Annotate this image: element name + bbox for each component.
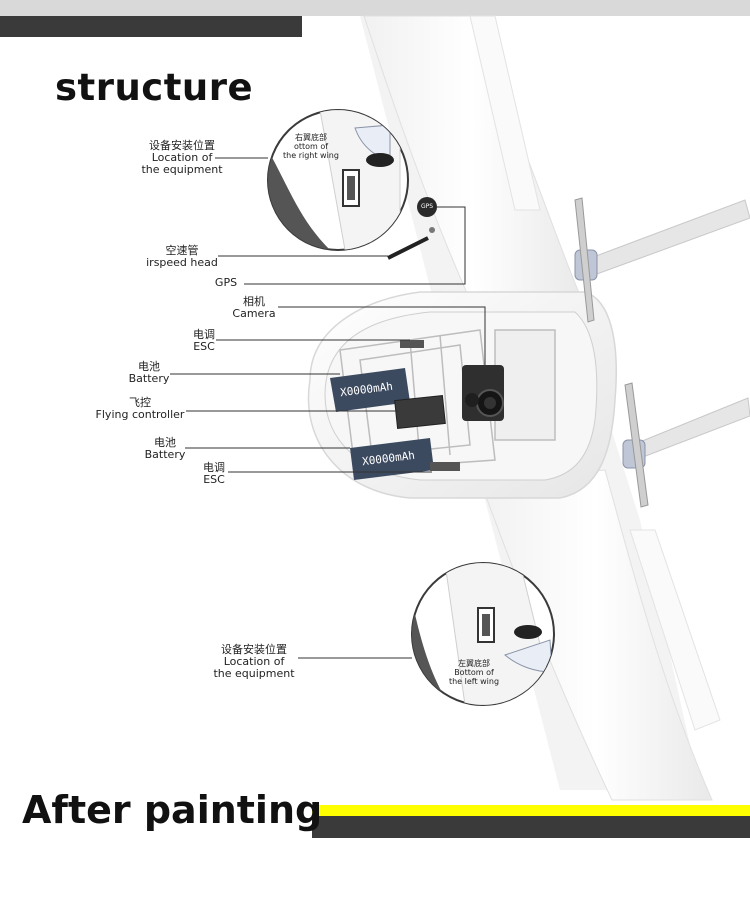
motor-boom-upper [574, 197, 750, 323]
label-esc-top-cn: 电调 [193, 328, 215, 341]
header-band-light [0, 0, 750, 16]
gps-badge-text: GPS [420, 203, 434, 210]
label-airspeed-en: irspeed head [146, 256, 218, 269]
heading-structure: structure [55, 66, 254, 109]
label-equipment-top: 设备安装位置 Location of the equipment [132, 140, 232, 176]
label-flight-controller-cn: 飞控 [129, 396, 151, 409]
label-equipment-bottom-cn: 设备安装位置 [221, 643, 287, 656]
gps-badge [417, 197, 437, 217]
label-esc-bottom-cn: 电调 [203, 461, 225, 474]
label-battery-bottom-cn: 电池 [154, 436, 176, 449]
label-esc-top: 电调 ESC [186, 329, 222, 353]
label-left-wing-en2: the left wing [448, 677, 500, 686]
label-equipment-bottom-en2: the equipment [213, 667, 295, 680]
header-band-dark [0, 16, 302, 37]
label-camera-cn: 相机 [243, 295, 265, 308]
label-right-wing-bottom: 右翼底部 ottom of the right wing [276, 133, 346, 160]
label-gps: GPS [206, 277, 246, 289]
camera-unit [462, 365, 504, 421]
airspeed-tube [387, 236, 429, 260]
label-airspeed: 空速管 irspeed head [134, 245, 230, 269]
left-aileron [629, 529, 721, 731]
label-flight-controller-en: Flying controller [95, 408, 185, 421]
footer-band-dark [312, 816, 750, 838]
label-left-wing-cn: 左翼底部 [458, 659, 490, 668]
label-equipment-bottom: 设备安装位置 Location of the equipment [204, 644, 304, 680]
label-equipment-top-en2: the equipment [141, 163, 223, 176]
label-right-wing-en1: ottom of [293, 142, 329, 151]
label-right-wing-cn: 右翼底部 [295, 133, 327, 142]
label-battery-bottom-en: Battery [144, 448, 186, 461]
label-airspeed-cn: 空速管 [165, 244, 199, 257]
label-right-wing-en2: the right wing [283, 151, 339, 160]
label-battery-top: 电池 Battery [124, 361, 174, 385]
label-esc-bottom-en: ESC [203, 473, 225, 486]
label-camera-en: Camera [232, 307, 276, 320]
airspeed-tip [429, 227, 435, 233]
label-left-wing-bottom: 左翼底部 Bottom of the left wing [443, 659, 505, 686]
footer-space [0, 860, 750, 900]
label-flight-controller: 飞控 Flying controller [92, 397, 188, 421]
battery-bottom [350, 438, 434, 480]
inset-right-wing [267, 109, 409, 251]
battery-top [330, 368, 410, 412]
label-left-wing-en1: Bottom of [454, 668, 494, 677]
inset-left-wing [411, 562, 555, 706]
label-battery-top-cn: 电池 [138, 360, 160, 373]
label-battery-bottom: 电池 Battery [140, 437, 190, 461]
label-esc-bottom: 电调 ESC [196, 462, 232, 486]
footer-band-yellow [312, 805, 750, 816]
label-battery-top-en: Battery [128, 372, 170, 385]
esc-bottom-part [430, 462, 460, 471]
label-camera: 相机 Camera [226, 296, 282, 320]
heading-after-painting: After painting [22, 788, 323, 832]
esc-top-part [400, 340, 424, 348]
leader-lines [170, 206, 486, 473]
label-esc-top-en: ESC [193, 340, 215, 353]
label-equipment-top-cn: 设备安装位置 [149, 139, 215, 152]
internal-frame [339, 329, 556, 471]
label-equipment-top-en1: Location of [151, 151, 213, 164]
motor-boom-lower [622, 382, 750, 508]
right-aileron [469, 15, 541, 211]
label-gps-en: GPS [214, 276, 238, 289]
label-equipment-bottom-en1: Location of [223, 655, 285, 668]
flight-controller-box [394, 395, 446, 429]
